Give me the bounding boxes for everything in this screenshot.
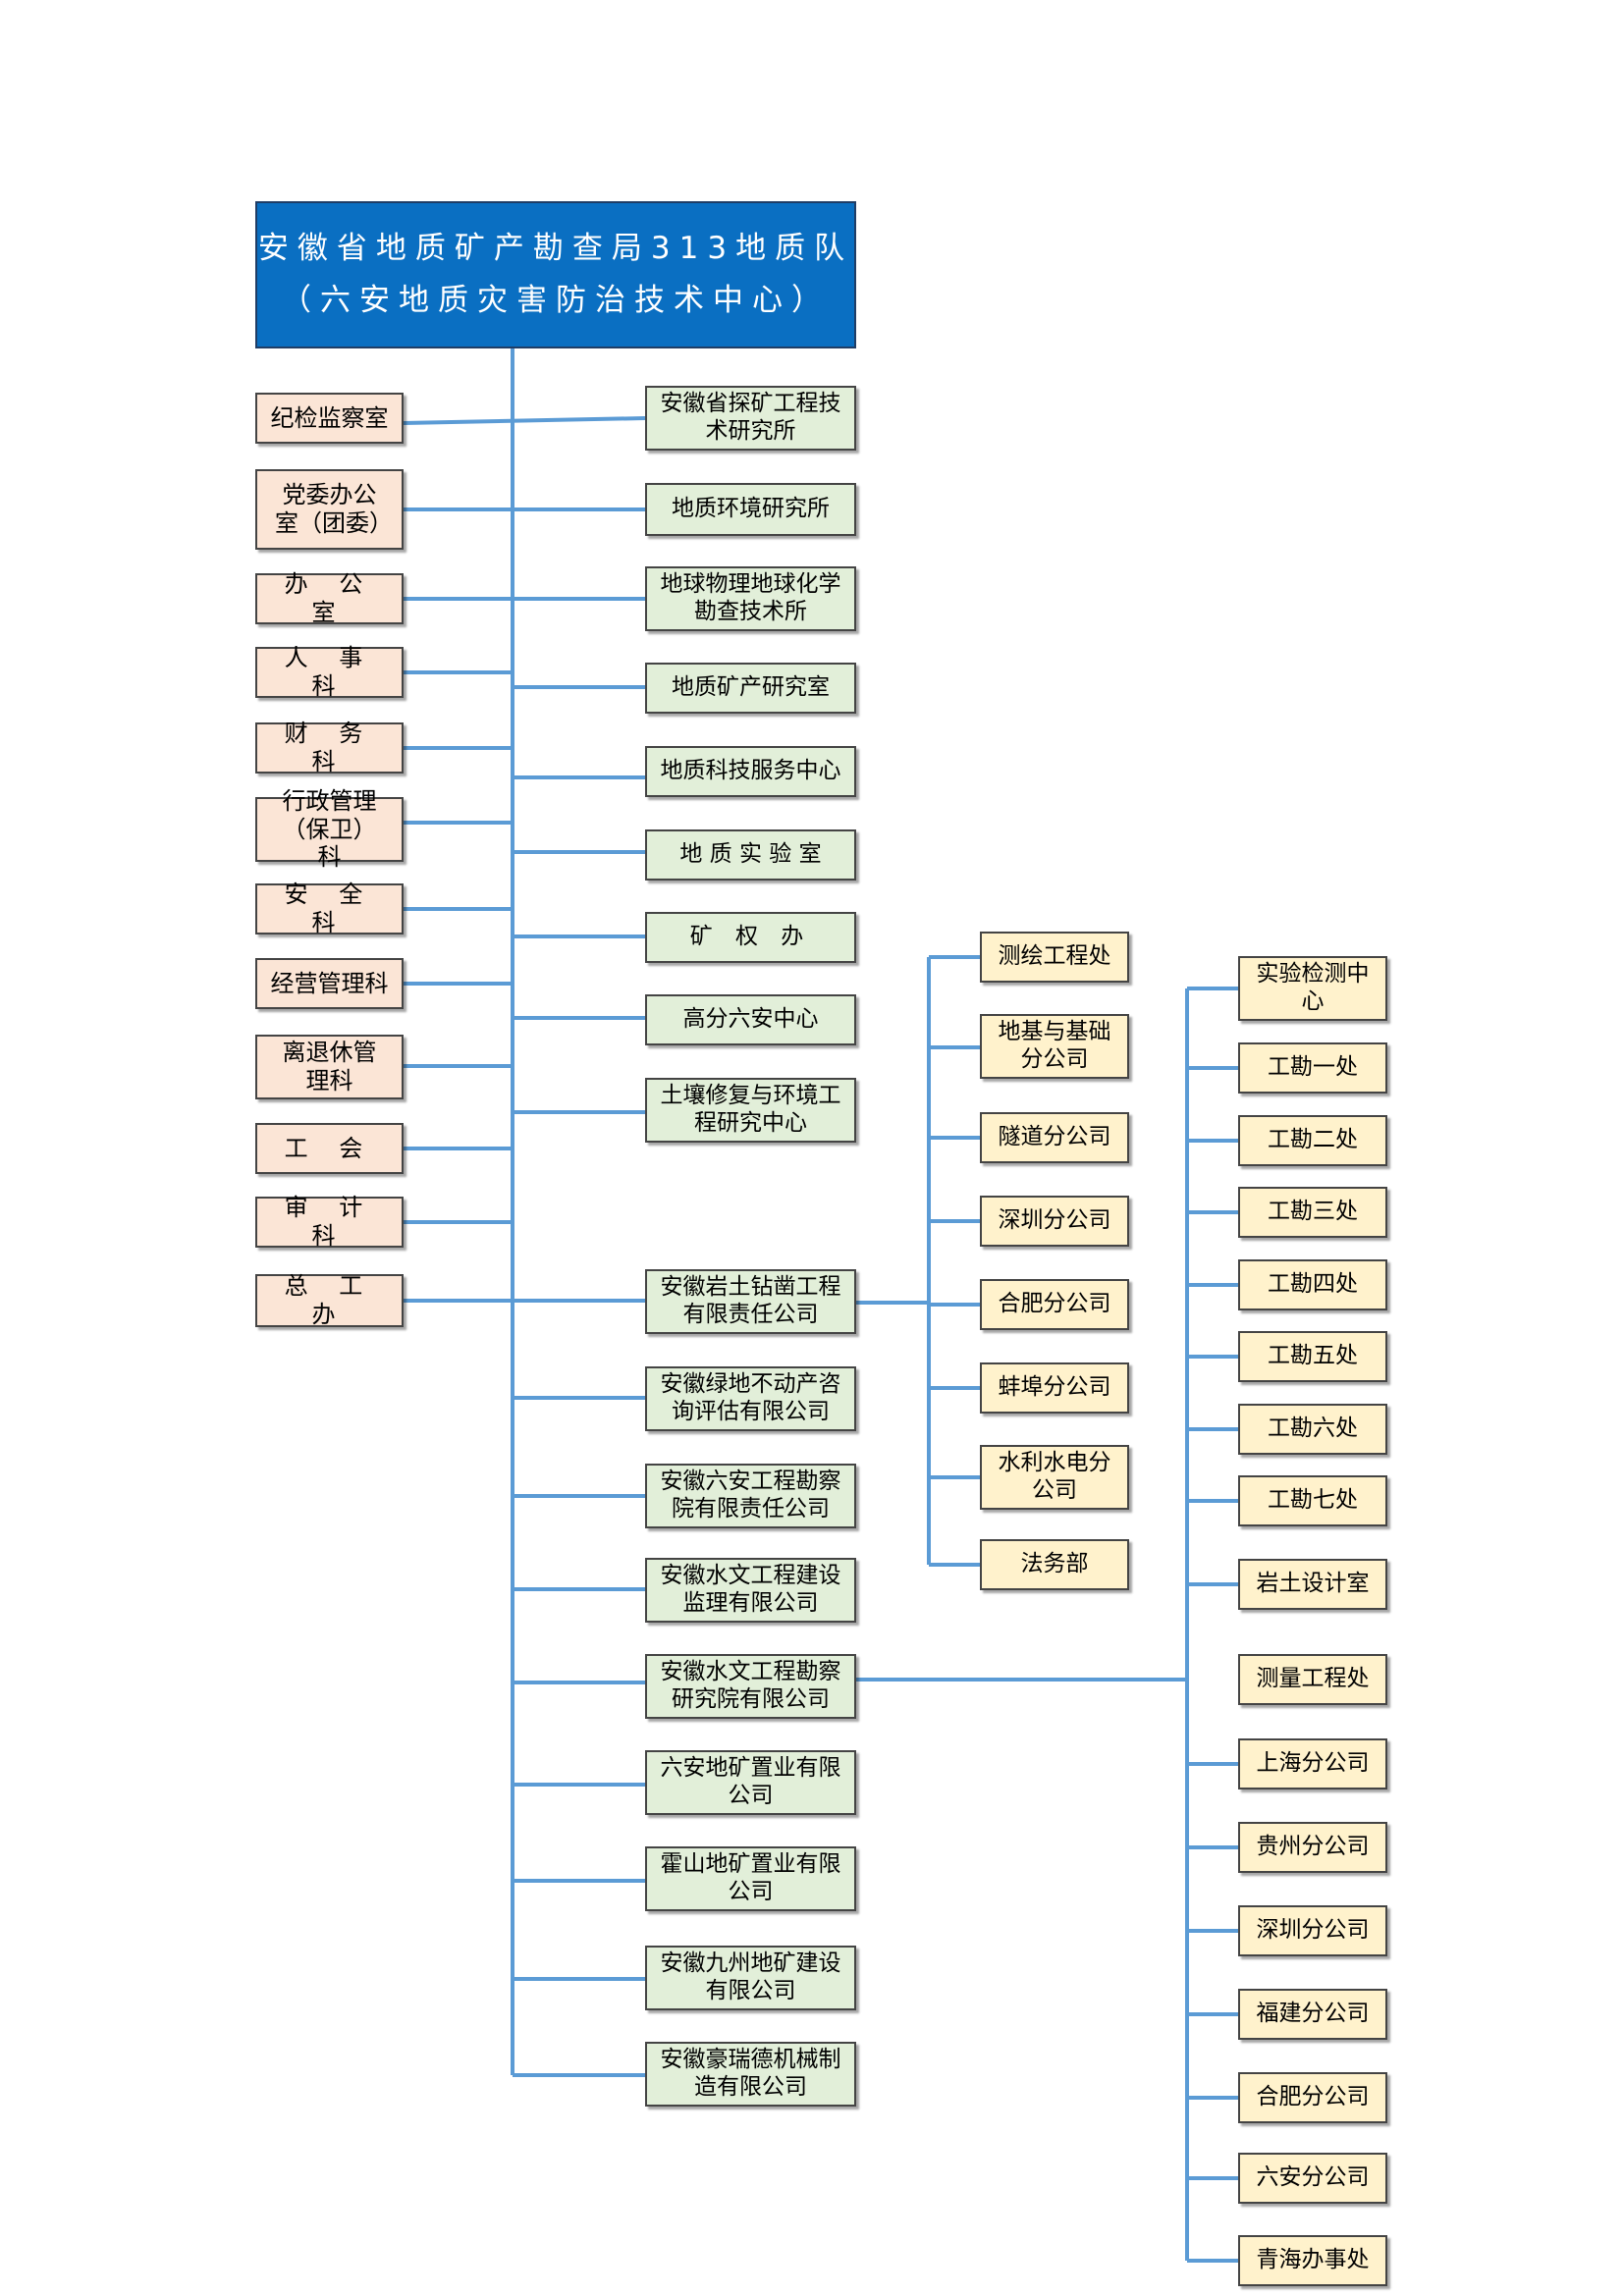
survey-branch-node: 测量工程处 bbox=[1238, 1654, 1387, 1705]
survey-branch-node: 工勘二处 bbox=[1238, 1115, 1387, 1166]
unit-node: 高分六安中心 bbox=[645, 994, 856, 1045]
survey-branch-node: 上海分公司 bbox=[1238, 1738, 1387, 1789]
department-node: 经营管理科 bbox=[255, 958, 404, 1009]
drilling-branch-node: 法务部 bbox=[980, 1539, 1129, 1590]
unit-node: 安徽水文工程建设监理有限公司 bbox=[645, 1558, 856, 1623]
department-node: 安 全 科 bbox=[255, 881, 404, 936]
survey-branch-node: 深圳分公司 bbox=[1238, 1905, 1387, 1956]
unit-node: 地球物理地球化学勘查技术所 bbox=[645, 566, 856, 631]
survey-branch-node: 工勘七处 bbox=[1238, 1475, 1387, 1526]
survey-branch-node: 合肥分公司 bbox=[1238, 2072, 1387, 2123]
department-node: 党委办公室（团委） bbox=[255, 469, 404, 550]
survey-branch-node: 工勘五处 bbox=[1238, 1331, 1387, 1382]
root-title: 安徽省地质矿产勘查局313地质队 bbox=[257, 230, 854, 266]
drilling-branch-node: 地基与基础分公司 bbox=[980, 1014, 1129, 1079]
root-subtitle: （六安地质灾害防治技术中心） bbox=[281, 283, 831, 318]
survey-branch-node: 福建分公司 bbox=[1238, 1989, 1387, 2040]
unit-node: 地 质 实 验 室 bbox=[645, 829, 856, 881]
survey-branch-node: 工勘六处 bbox=[1238, 1404, 1387, 1455]
drilling-branch-node: 合肥分公司 bbox=[980, 1279, 1129, 1330]
unit-node: 安徽省探矿工程技术研究所 bbox=[645, 386, 856, 451]
department-node: 总 工 办 bbox=[255, 1272, 404, 1328]
unit-node: 地质环境研究所 bbox=[645, 483, 856, 536]
department-node: 行政管理（保卫）科 bbox=[255, 787, 404, 871]
drilling-branch-node: 隧道分公司 bbox=[980, 1112, 1129, 1163]
drilling-branch-node: 水利水电分公司 bbox=[980, 1445, 1129, 1510]
unit-node: 六安地矿置业有限公司 bbox=[645, 1750, 856, 1815]
survey-branch-node: 实验检测中心 bbox=[1238, 956, 1387, 1021]
unit-node: 安徽六安工程勘察院有限责任公司 bbox=[645, 1464, 856, 1528]
survey-branch-node: 工勘三处 bbox=[1238, 1187, 1387, 1238]
unit-node: 安徽岩土钻凿工程有限责任公司 bbox=[645, 1269, 856, 1334]
root-node: 安徽省地质矿产勘查局313地质队 （六安地质灾害防治技术中心） bbox=[255, 201, 856, 348]
drilling-branch-node: 蚌埠分公司 bbox=[980, 1362, 1129, 1414]
department-node: 工 会 bbox=[255, 1123, 404, 1174]
unit-node: 地质科技服务中心 bbox=[645, 746, 856, 797]
survey-branch-node: 岩土设计室 bbox=[1238, 1559, 1387, 1610]
unit-node: 霍山地矿置业有限公司 bbox=[645, 1846, 856, 1911]
dept-connector bbox=[403, 416, 646, 425]
unit-node: 安徽水文工程勘察研究院有限公司 bbox=[645, 1654, 856, 1719]
unit-node: 安徽绿地不动产咨询评估有限公司 bbox=[645, 1366, 856, 1431]
survey-branch-node: 六安分公司 bbox=[1238, 2153, 1387, 2204]
unit-node: 土壤修复与环境工程研究中心 bbox=[645, 1078, 856, 1143]
survey-branch-node: 贵州分公司 bbox=[1238, 1822, 1387, 1873]
department-node: 离退休管理科 bbox=[255, 1035, 404, 1099]
survey-branch-node: 工勘一处 bbox=[1238, 1042, 1387, 1094]
department-node: 审 计 科 bbox=[255, 1194, 404, 1250]
unit-node: 安徽豪瑞德机械制造有限公司 bbox=[645, 2042, 856, 2107]
survey-branch-node: 工勘四处 bbox=[1238, 1259, 1387, 1310]
department-node: 人 事 科 bbox=[255, 644, 404, 700]
unit-node: 安徽九州地矿建设有限公司 bbox=[645, 1946, 856, 2010]
survey-branch-node: 青海办事处 bbox=[1238, 2235, 1387, 2286]
department-node: 办 公 室 bbox=[255, 570, 404, 626]
drilling-branch-node: 测绘工程处 bbox=[980, 932, 1129, 983]
department-node: 纪检监察室 bbox=[255, 393, 404, 444]
department-node: 财 务 科 bbox=[255, 720, 404, 775]
unit-node: 地质矿产研究室 bbox=[645, 663, 856, 714]
drilling-branch-node: 深圳分公司 bbox=[980, 1196, 1129, 1247]
unit-node: 矿 权 办 bbox=[645, 912, 856, 963]
